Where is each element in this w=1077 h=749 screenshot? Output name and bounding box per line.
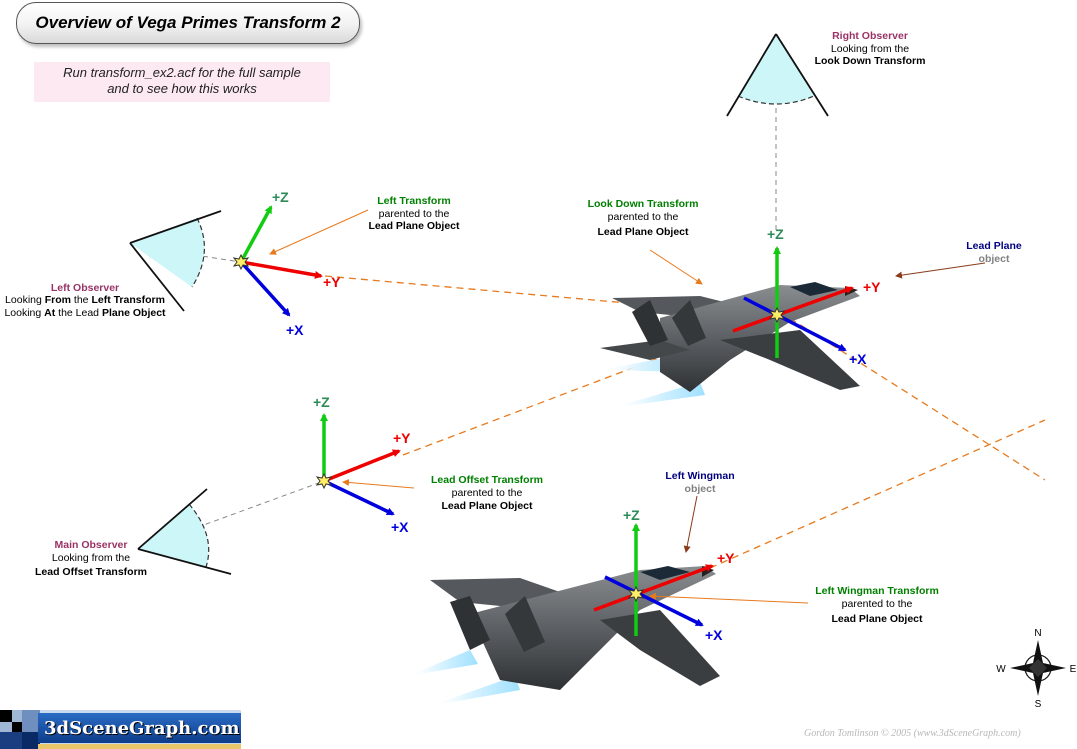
lead-offset-axes: [320, 413, 401, 516]
callout-arrows: [269, 209, 986, 604]
left-wingman-axes: [593, 523, 714, 636]
lead-offset-origin-icon: [315, 472, 333, 490]
compass-e-label: E: [1070, 664, 1077, 675]
compass-rose: N S W E: [996, 628, 1076, 710]
left-wingman-y-label: +Y: [717, 550, 735, 566]
lead-plane-y-label: +Y: [863, 279, 881, 295]
lead-offset-z-label: +Z: [313, 394, 330, 410]
look-down-callout-arrow: [649, 249, 703, 285]
main-observer-sight-line: [137, 480, 325, 550]
right-observer-line-3: Look Down Transform: [815, 55, 926, 67]
left-transform-line-2: parented to the: [379, 208, 450, 220]
wingman-transform-callout-arrow: [649, 592, 809, 604]
wingman-transform-line-2: parented to the: [842, 598, 913, 610]
left-wingman-jet: [408, 566, 720, 706]
lead-plane-axes: [732, 246, 854, 358]
main-observer-line-3: Lead Offset Transform: [35, 566, 147, 578]
instruction-note-line-2: and to see how this works: [107, 81, 257, 96]
left-transform-title: Left Transform: [377, 195, 451, 207]
lead-plane-y-axis: [732, 286, 854, 333]
compass-s-label: S: [1035, 699, 1042, 710]
left-transform-x-label: +X: [286, 322, 304, 338]
lead-offset-callout-arrow: [342, 479, 415, 489]
left-observer-line-2: Looking From the Left Transform: [5, 294, 165, 306]
lead-offset-x-label: +X: [391, 519, 409, 535]
main-observer-frustum: [137, 488, 232, 575]
look-down-transform-line-3: Lead Plane Object: [597, 226, 689, 238]
page-title: Overview of Vega Primes Transform 2: [16, 2, 360, 44]
left-transform-line-3: Lead Plane Object: [368, 220, 460, 232]
origin-markers: [232, 253, 786, 603]
right-observer-title: Right Observer: [832, 30, 908, 42]
left-transform-origin-icon: [232, 253, 250, 271]
left-wingman-z-label: +Z: [623, 507, 640, 523]
wingman-forward-line: [709, 419, 1046, 569]
lead-plane-x-label: +X: [849, 351, 867, 367]
compass-w-label: W: [996, 664, 1006, 675]
left-observer-frustum: [129, 210, 222, 312]
instruction-note-line-1: Run transform_ex2.acf for the full sampl…: [63, 65, 301, 80]
logo-stripe: [38, 744, 241, 749]
left-transform-x-axis: [239, 260, 291, 317]
logo-text: 3dSceneGraph.com: [38, 713, 241, 743]
main-observer-line-2: Looking from the: [52, 552, 130, 564]
look-down-transform-title: Look Down Transform: [588, 198, 699, 210]
right-observer-frustum: [726, 33, 829, 117]
lead-plane-jet: [600, 282, 860, 408]
left-wingman-y-axis: [593, 564, 714, 612]
left-transform-z-label: +Z: [272, 189, 289, 205]
lead-plane-z-label: +Z: [767, 226, 784, 242]
lead-offset-transform-title: Lead Offset Transform: [431, 474, 543, 486]
lead-plane-origin-icon: [768, 306, 786, 324]
left-wingman-subtitle: object: [685, 483, 716, 495]
left-wingman-x-axis: [604, 575, 704, 627]
lead-offset-transform-line-3: Lead Plane Object: [441, 500, 533, 512]
left-observer-title: Left Observer: [51, 282, 119, 294]
left-transform-z-axis: [239, 205, 273, 263]
left-transform-axes: [239, 205, 323, 317]
logo-blocks-icon: [0, 710, 40, 749]
lead-offset-y-axis: [323, 449, 401, 483]
wingman-transform-line-3: Lead Plane Object: [831, 613, 923, 625]
wingman-transform-title: Left Wingman Transform: [815, 585, 939, 597]
lead-plane-callout-arrow: [895, 262, 986, 279]
left-wingman-origin-icon: [627, 585, 645, 603]
lead-offset-y-label: +Y: [393, 430, 411, 446]
lead-plane-title: Lead Plane: [966, 240, 1022, 252]
instruction-note: Run transform_ex2.acf for the full sampl…: [34, 62, 330, 102]
left-transform-y-axis: [240, 260, 323, 279]
left-wingman-callout-arrow: [683, 495, 698, 553]
compass-n-label: N: [1034, 628, 1041, 639]
lead-offset-x-axis: [323, 479, 395, 516]
right-observer-line-2: Looking from the: [831, 43, 909, 55]
left-wingman-x-label: +X: [705, 627, 723, 643]
copyright-notice: Gordon Tomlinson © 2005 (www.3dSceneGrap…: [804, 728, 1021, 739]
left-wingman-title: Left Wingman: [665, 470, 734, 482]
left-observer-line-3: Looking At the Lead Plane Object: [4, 307, 166, 319]
lead-plane-subtitle: object: [979, 253, 1010, 265]
site-logo: 3dSceneGraph.com: [0, 710, 241, 749]
look-down-transform-line-2: parented to the: [608, 211, 679, 223]
lead-plane-x-axis: [743, 296, 847, 352]
main-observer-title: Main Observer: [55, 539, 128, 551]
left-transform-callout-arrow: [269, 209, 369, 255]
lead-offset-transform-line-2: parented to the: [452, 487, 523, 499]
left-transform-y-label: +Y: [323, 274, 341, 290]
